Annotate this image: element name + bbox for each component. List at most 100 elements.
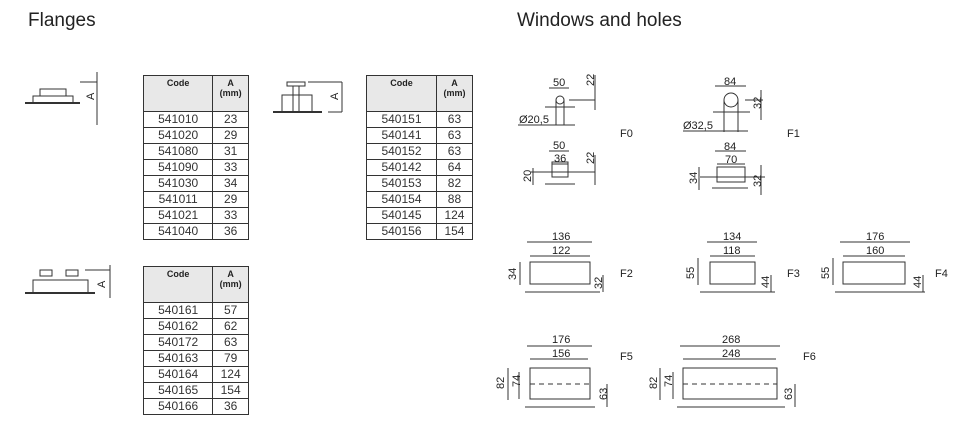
code-cell: 541080 [142, 143, 214, 160]
a-cell: 23 [212, 111, 249, 128]
code-cell: 540142 [366, 159, 437, 176]
window-f0: 50 22 Ø20,5 50 36 22 20 F0 [518, 74, 633, 185]
a-header: A(mm) [212, 266, 249, 303]
a-cell: 29 [212, 127, 249, 144]
code-cell: 540141 [366, 127, 437, 144]
code-cell: 540156 [366, 223, 437, 240]
code-cell: 541040 [142, 223, 214, 240]
flange-drawing-2: A [273, 81, 343, 113]
a-cell: 62 [212, 318, 249, 335]
code-cell: 540166 [142, 398, 214, 415]
code-cell: 540154 [366, 191, 437, 208]
a-cell: 33 [212, 207, 249, 224]
dim-label: 50 [553, 140, 565, 152]
code-cell: 540163 [142, 350, 214, 367]
dim-label: 63 [783, 388, 795, 400]
a-header: A(mm) [212, 75, 249, 112]
code-cell: 540172 [142, 334, 214, 351]
code-cell: 540161 [142, 302, 214, 319]
a-cell: 154 [435, 223, 474, 240]
unit-label: (mm) [443, 88, 466, 98]
dim-a-label: A [85, 92, 97, 100]
flange-drawing-1: A [25, 72, 98, 125]
code-cell: 540151 [366, 111, 437, 128]
dim-label: 248 [722, 348, 740, 360]
code-cell: 540153 [366, 175, 437, 192]
window-label: F2 [620, 268, 633, 280]
window-label: F5 [620, 351, 633, 363]
window-f2: 136 122 34 32 F2 [507, 231, 633, 293]
dim-label: 268 [722, 334, 740, 346]
a-cell: 79 [212, 350, 249, 367]
dim-label: 55 [685, 267, 697, 279]
dim-label: 22 [585, 74, 597, 86]
a-header-label: A [227, 269, 234, 279]
code-header: Code [142, 75, 214, 112]
window-f3: 134 118 55 44 F3 [685, 231, 800, 293]
dim-label: 50 [553, 77, 565, 89]
dim-label: 55 [820, 267, 832, 279]
dim-label: 136 [552, 231, 570, 243]
code-cell: 540145 [366, 207, 437, 224]
dim-label: 176 [866, 231, 884, 243]
dim-label: 84 [724, 141, 736, 153]
code-cell: 541021 [142, 207, 214, 224]
unit-label: (mm) [219, 279, 242, 289]
dim-label: 32 [593, 277, 605, 289]
dim-label: 44 [912, 276, 924, 288]
window-f1: 84 32 Ø32,5 84 70 32 34 F1 [683, 76, 800, 195]
a-cell: 31 [212, 143, 249, 160]
unit-label: (mm) [219, 88, 242, 98]
dim-label: 118 [723, 245, 741, 257]
dim-label: 134 [723, 231, 741, 243]
dim-label: Ø32,5 [683, 120, 713, 132]
flanges-heading: Flanges [28, 10, 96, 31]
flange-drawing-3: A [25, 265, 111, 298]
window-f6: 268 248 82 74 63 F6 [648, 334, 816, 408]
code-cell: 540162 [142, 318, 214, 335]
a-header-label: A [451, 78, 458, 88]
window-label: F4 [935, 268, 948, 280]
a-cell: 154 [212, 382, 249, 399]
code-cell: 541011 [142, 191, 214, 208]
code-cell: 540164 [142, 366, 214, 383]
code-header: Code [366, 75, 437, 112]
code-cell: 540165 [142, 382, 214, 399]
dim-label: 36 [554, 153, 566, 165]
dim-label: 74 [663, 375, 675, 387]
dim-label: 176 [552, 334, 570, 346]
a-cell: 63 [435, 143, 474, 160]
code-cell: 541010 [142, 111, 214, 128]
code-cell: 541020 [142, 127, 214, 144]
a-cell: 57 [212, 302, 249, 319]
dim-label: 34 [688, 172, 700, 184]
a-header: A(mm) [435, 75, 474, 112]
a-cell: 63 [212, 334, 249, 351]
window-label: F6 [803, 351, 816, 363]
a-cell: 36 [212, 223, 249, 240]
dim-label: 122 [552, 245, 570, 257]
a-cell: 64 [435, 159, 474, 176]
window-label: F1 [787, 128, 800, 140]
